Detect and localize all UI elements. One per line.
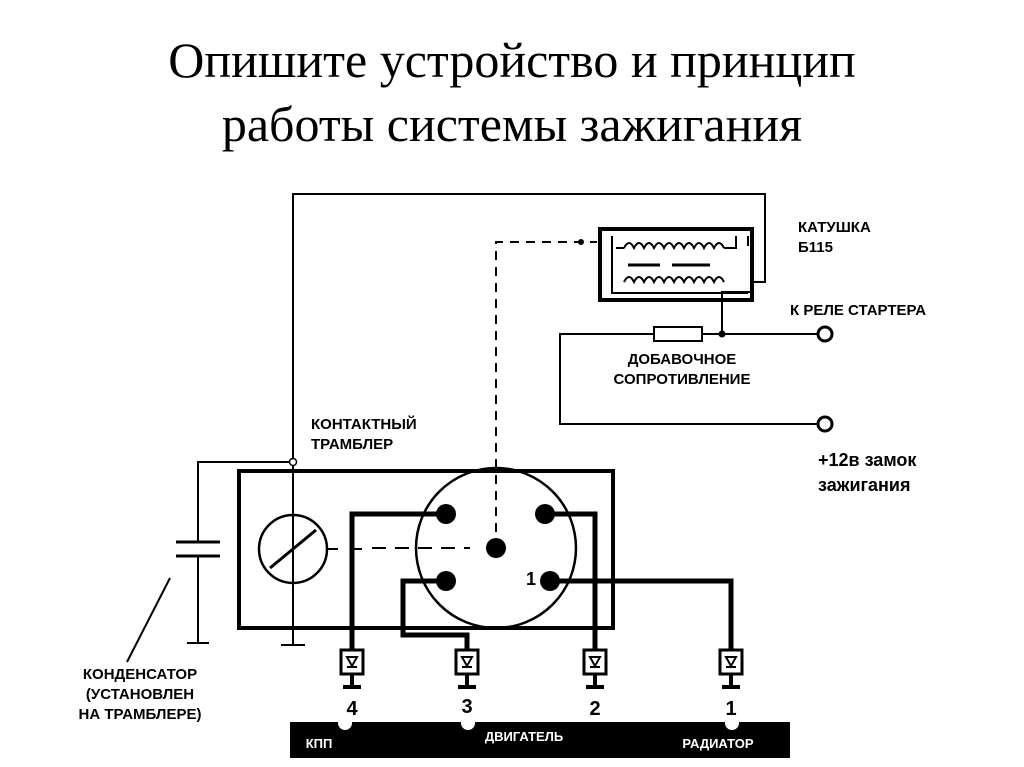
capacitor-label-line-3: НА ТРАМБЛЕРЕ): [79, 706, 202, 723]
bottom-bar-bump-right: [725, 716, 739, 730]
resistor-label-line-1: ДОБАВОЧНОЕ: [628, 351, 737, 368]
sensor-wire-3: [400, 578, 470, 650]
starter-relay-terminal: [816, 325, 834, 343]
coil-label-line-1: КАТУШКА: [798, 219, 871, 236]
distributor-housing: [237, 469, 615, 630]
slide-title-line-1: Опишите устройство и принцип: [168, 32, 856, 88]
bottom-bar-label-gearbox: КПП: [306, 736, 333, 751]
sensor-3: [454, 648, 480, 689]
bottom-bar-label-engine: ДВИГАТЕЛЬ: [485, 729, 563, 744]
ignition-lock-terminal: [816, 415, 834, 433]
starter-relay-label: К РЕЛЕ СТАРТЕРА: [790, 302, 926, 319]
cap-contact-4: [436, 504, 456, 524]
sensor-wires: [349, 511, 734, 650]
ballast-resistor: [653, 326, 703, 342]
distributor-cap: [414, 466, 578, 630]
coil-label-line-2: Б115: [798, 239, 833, 256]
coil-secondary-winding: [623, 276, 725, 285]
capacitor-leader-line: [126, 577, 171, 663]
sensor-4: [339, 648, 365, 689]
capacitor: [176, 540, 220, 558]
distributor-junction: [288, 457, 298, 467]
coil-hv-terminal: [578, 239, 584, 245]
sensor-number-1: 1: [725, 698, 736, 720]
bottom-bar-label-radiator: РАДИАТОР: [682, 736, 753, 751]
cap-contact-3: [436, 571, 456, 591]
sensor-wire-2: [545, 511, 598, 650]
sensor-1: [718, 648, 744, 689]
breaker-contact: [257, 513, 362, 585]
distributor-label-line-2: ТРАМБЛЕР: [311, 436, 393, 453]
high-voltage-dashed-wire: [495, 241, 597, 548]
capacitor-lead-wire: [197, 461, 293, 542]
ignition-lock-label-line-2: зажигания: [818, 475, 911, 495]
sensor-wire-1: [550, 578, 734, 650]
ignition-coil: [598, 227, 754, 302]
capacitor-label-line-2: (УСТАНОВЛЕН: [86, 686, 194, 703]
slide-title: Опишите устройство и принцип работы сист…: [0, 28, 1024, 156]
ignition-lock-label-line-1: +12в замок: [818, 450, 917, 470]
capacitor-label-line-1: КОНДЕНСАТОР: [83, 666, 197, 683]
bottom-bar-bump-left: [338, 716, 352, 730]
thin-wiring: [126, 193, 822, 663]
resistor-label-line-2: СОПРОТИВЛЕНИЕ: [614, 371, 751, 388]
sensor-wire-4: [349, 511, 446, 650]
coil-feed-wire: [292, 193, 766, 462]
sensor-number-3: 3: [461, 696, 472, 718]
rotor-center: [486, 538, 506, 558]
cap-contact-1: [540, 571, 560, 591]
coil-primary-winding: [616, 236, 737, 251]
bottom-bar-bump-center: [461, 716, 475, 730]
slide-title-line-2: работы системы зажигания: [221, 96, 803, 152]
resistor-junction: [718, 330, 726, 338]
sensor-2: [582, 648, 608, 689]
sensor-number-2: 2: [589, 698, 600, 720]
rotor-contact-label: 1: [526, 569, 536, 589]
sensor-number-4: 4: [346, 698, 358, 720]
bottom-bar: [290, 722, 790, 758]
cap-contact-2: [535, 504, 555, 524]
ignition-lock-wire: [559, 333, 822, 425]
distributor-label-line-1: КОНТАКТНЫЙ: [311, 415, 417, 433]
cap-contacts: [436, 504, 560, 591]
